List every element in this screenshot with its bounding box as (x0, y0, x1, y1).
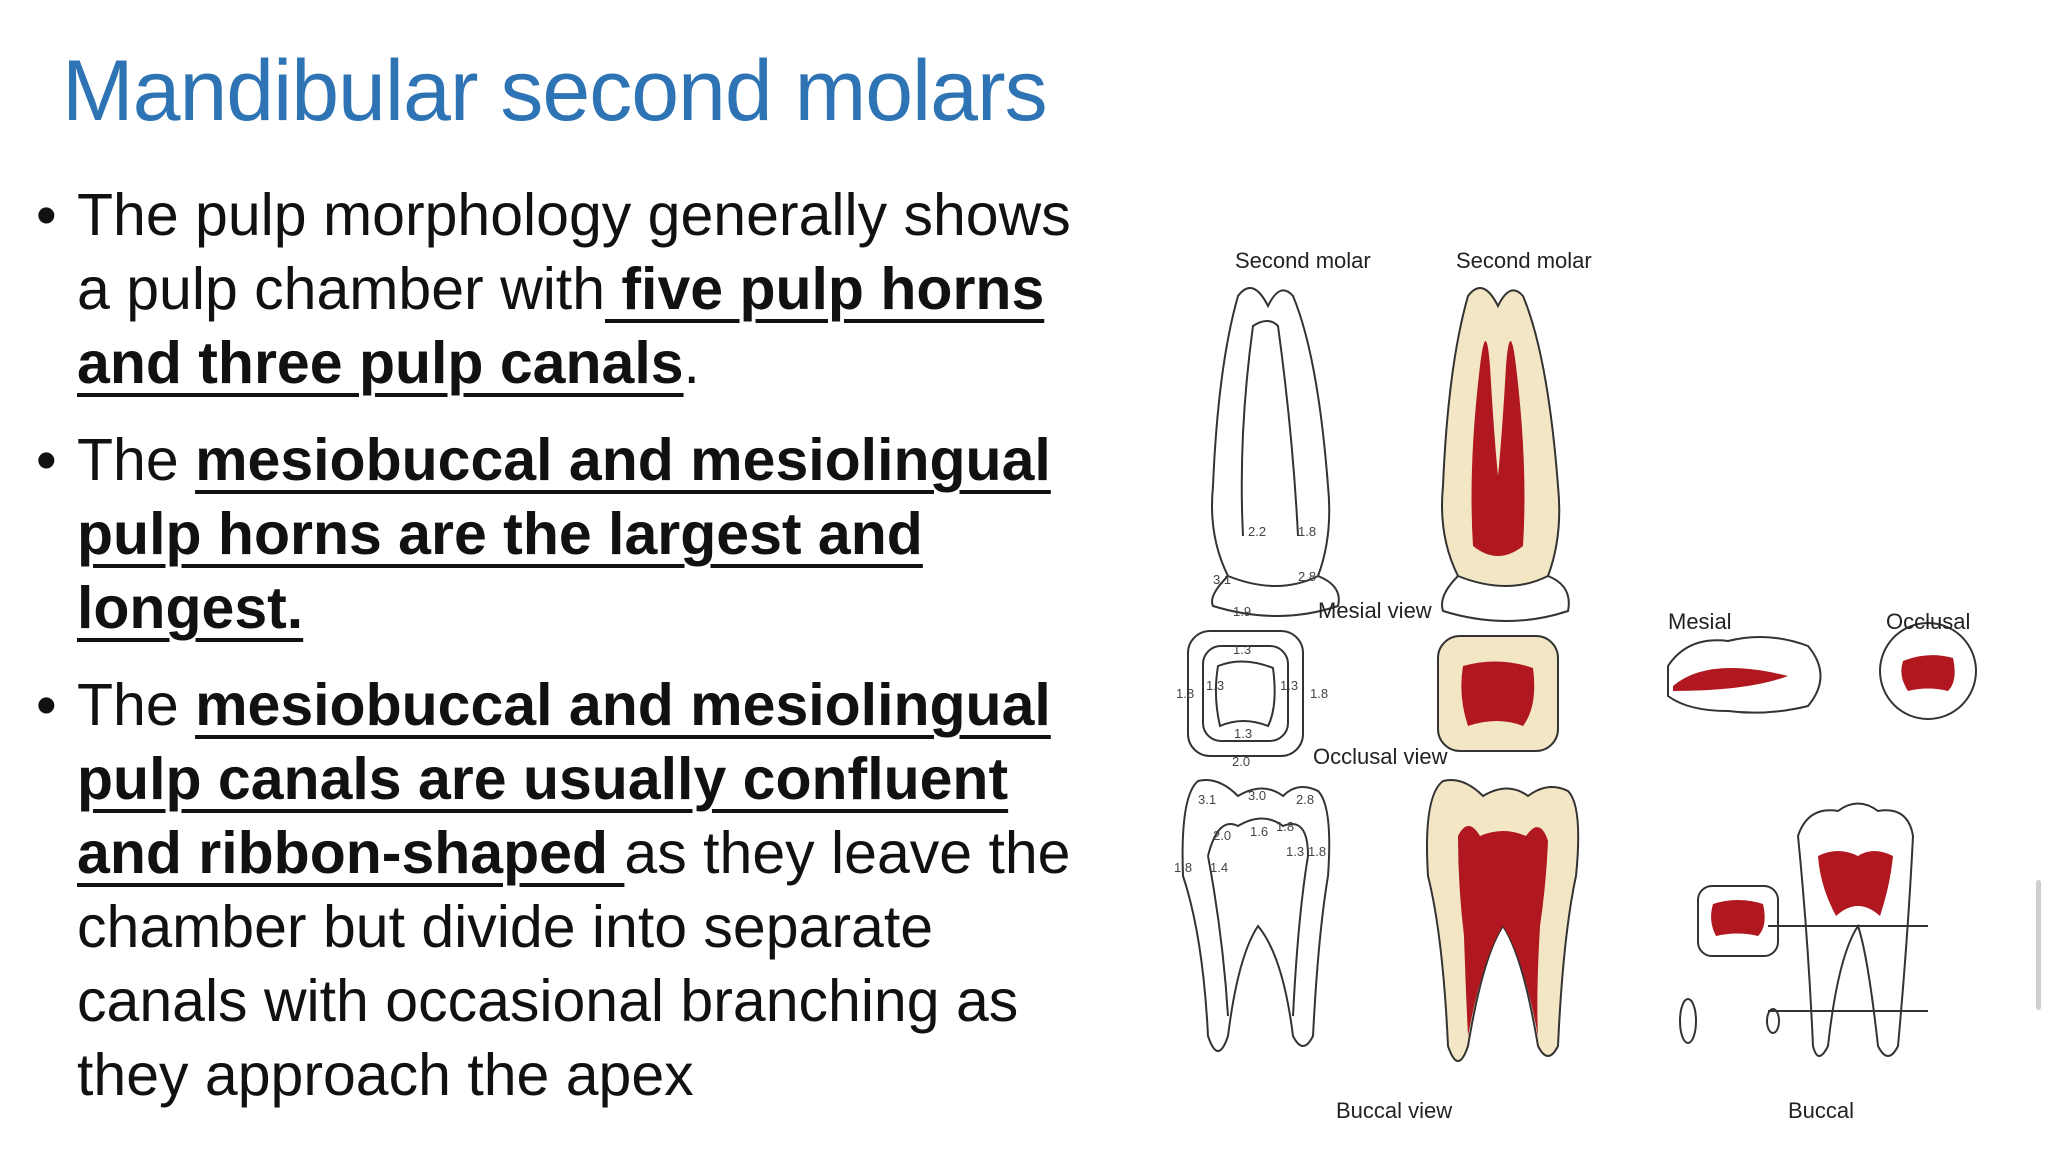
measurement: 1.3 (1234, 726, 1252, 741)
bullet-text: as they leave the chamber but divide int… (77, 820, 1071, 1108)
label-occlusal-view: Occlusal view (1313, 744, 1448, 769)
bullet-marker: • (36, 672, 57, 738)
measurement: 2.8 (1296, 792, 1314, 807)
occlusal-outline (1187, 630, 1304, 757)
label-second-molar-right: Second molar (1456, 248, 1592, 273)
measurement: 1.8 (1310, 686, 1328, 701)
label-mesial-view: Mesial view (1318, 598, 1432, 623)
bullet-marker: • (36, 182, 57, 248)
mesial-pulp-tooth (1441, 287, 1570, 622)
measurement: 2.0 (1213, 828, 1231, 843)
measurement: 1.9 (1233, 604, 1251, 619)
measurement: 1.3 (1233, 642, 1251, 657)
measurement: 2.0 (1232, 754, 1250, 769)
buccal-small-section (1679, 885, 1780, 1044)
bullet-text: The (77, 427, 196, 493)
bullet-item: • The pulp morphology generally shows a p… (36, 178, 1116, 400)
measurement: 1.8 (1174, 860, 1192, 875)
bullet-item: • The mesiobuccal and mesiolingual pulp h… (36, 423, 1116, 645)
label-occlusal: Occlusal (1886, 609, 1970, 634)
occlusal-pulp (1437, 635, 1559, 752)
bullet-emphasis: mesiobuccal and mesiolingual pulp canals… (77, 672, 1051, 886)
scrollbar[interactable] (2036, 880, 2041, 1010)
measurement: 3.1 (1198, 792, 1216, 807)
bullet-text: The pulp morphology generally shows a pu… (77, 182, 1071, 322)
bullet-text: . (683, 330, 700, 396)
measurement: 1.3 (1280, 678, 1298, 693)
occlusal-small-tooth (1879, 622, 1977, 720)
measurement: 2.2 (1248, 524, 1266, 539)
label-second-molar-left: Second molar (1235, 248, 1371, 273)
slide-title: Mandibular second molars (62, 43, 1048, 139)
measurement: 1.8 (1308, 844, 1326, 859)
buccal-outline-tooth (1181, 779, 1331, 1052)
buccal-small-tooth (1768, 802, 1928, 1057)
bullet-text: The (77, 672, 196, 738)
bullet-item: • The mesiobuccal and mesiolingual pulp … (36, 668, 1116, 1112)
measurement: 2.8 (1298, 569, 1316, 584)
label-mesial: Mesial (1668, 609, 1732, 634)
measurement: 1.6 (1250, 824, 1268, 839)
measurement: 1.4 (1210, 860, 1228, 875)
mesial-outline-tooth (1211, 287, 1340, 617)
bullet-emphasis: five pulp horns and three pulp canals (77, 256, 1045, 396)
measurement: 3.1 (1213, 572, 1231, 587)
bullet-list: • The pulp morphology generally shows a p… (36, 178, 1116, 1135)
label-buccal: Buccal (1788, 1098, 1854, 1123)
mesial-small-tooth (1667, 636, 1822, 714)
measurement: 1.3 (1286, 844, 1304, 859)
tooth-diagram: Second molar Second molar Mesial view Oc… (1174, 248, 1977, 1123)
measurement: 3.0 (1248, 788, 1266, 803)
buccal-pulp-tooth (1426, 779, 1580, 1062)
measurement: 1.8 (1176, 686, 1194, 701)
bullet-emphasis: mesiobuccal and mesiolingual pulp horns … (77, 427, 1051, 641)
measurement: 1.3 (1206, 678, 1224, 693)
measurement: 1.8 (1298, 524, 1316, 539)
label-buccal-view: Buccal view (1336, 1098, 1452, 1123)
measurement: 1.8 (1276, 819, 1294, 834)
bullet-marker: • (36, 427, 57, 493)
